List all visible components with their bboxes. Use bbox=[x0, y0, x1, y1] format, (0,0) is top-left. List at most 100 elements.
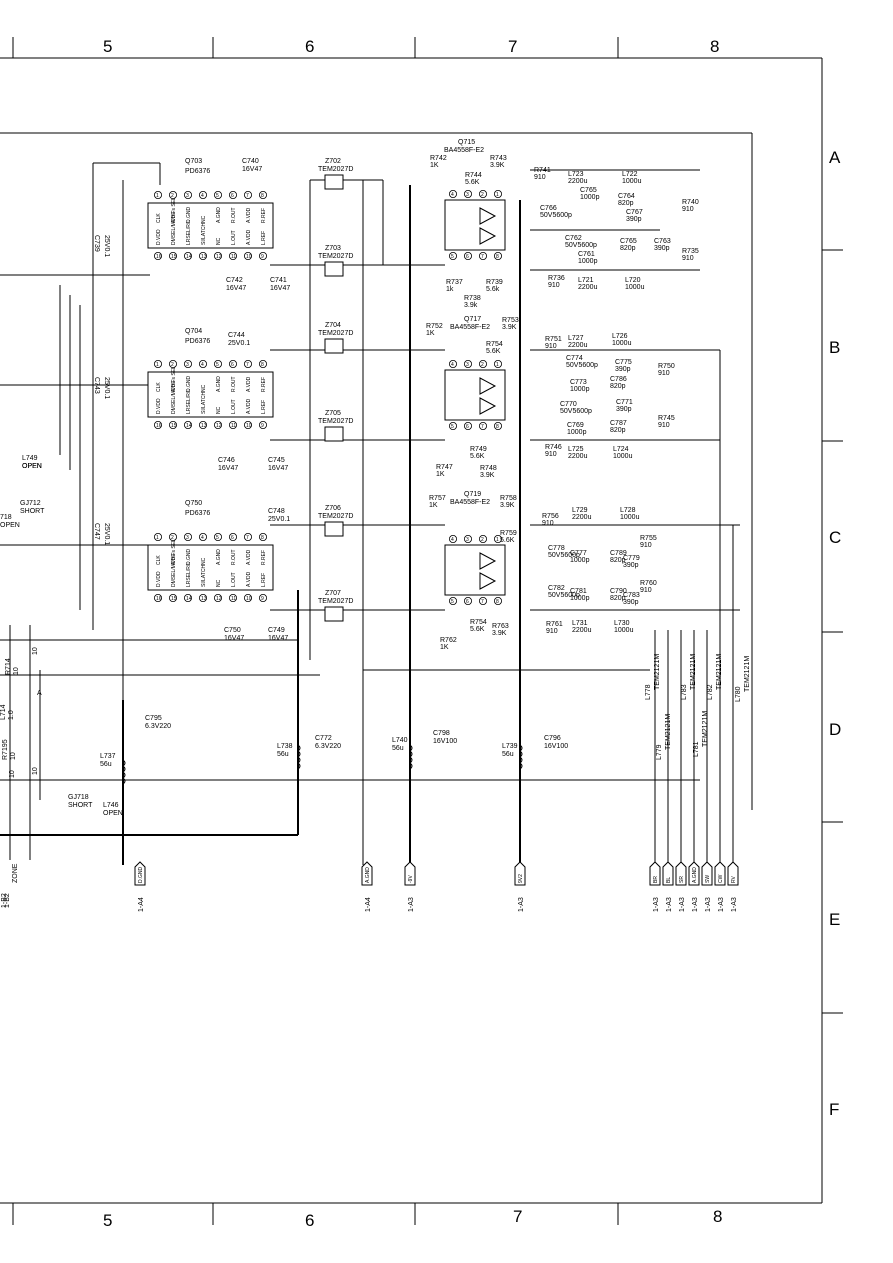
ic-pin-name: NC bbox=[201, 215, 207, 223]
opamp-pin bbox=[463, 597, 472, 606]
choke-ref: L781 bbox=[693, 741, 700, 757]
ic-pin-name: A.VDD bbox=[246, 398, 252, 414]
opamp-pin-number: 7 bbox=[481, 424, 484, 430]
connector-flag bbox=[688, 861, 700, 886]
ic-pin bbox=[228, 251, 237, 260]
resistor-ref: R736 bbox=[548, 275, 565, 282]
filter-part-value: 390p bbox=[616, 406, 632, 413]
filter-part-ref: L720 bbox=[625, 277, 641, 284]
opamp-pin-number: 4 bbox=[451, 537, 454, 543]
ic-pin bbox=[183, 594, 192, 603]
filter-block bbox=[324, 174, 344, 190]
ic-pin bbox=[213, 533, 222, 542]
connector-flag bbox=[727, 861, 739, 886]
ic-pin-number: 4 bbox=[201, 362, 204, 368]
connector-net: SW bbox=[705, 875, 711, 883]
opamp-pin bbox=[493, 421, 502, 430]
ic-pin bbox=[198, 190, 207, 199]
ic-pin-name: LRSEL/R/L bbox=[186, 220, 192, 245]
opamp-pin-number: 1 bbox=[496, 537, 499, 543]
col-label-top-8: 8 bbox=[710, 37, 719, 56]
capacitor-value: 16V47 bbox=[270, 285, 290, 292]
resistor-ref: R758 bbox=[500, 495, 517, 502]
capacitor-ref: C740 bbox=[242, 158, 259, 165]
ic-pin bbox=[243, 359, 252, 368]
opamp-q715: Q715 BA4558F-E2 bbox=[444, 139, 506, 251]
supply-part-ref: C796 bbox=[544, 735, 561, 742]
ic-pin-number: 11 bbox=[231, 254, 236, 260]
resistor-ref: R760 bbox=[640, 580, 657, 587]
ic-pin-number: 3 bbox=[186, 535, 189, 541]
capacitor-value: 16V47 bbox=[242, 166, 262, 173]
opamp-pin-number: 3 bbox=[466, 192, 469, 198]
ic-pin-name: SI/LATCH bbox=[201, 222, 207, 245]
ic-pin-number: 12 bbox=[216, 596, 222, 602]
ic-q750: Q750 PD6376 bbox=[147, 500, 274, 591]
ic-pin-number: 1 bbox=[156, 193, 159, 199]
left-part-value: 10 bbox=[13, 667, 20, 675]
ic-pin bbox=[153, 190, 162, 199]
filter-part-value: 820p bbox=[610, 383, 626, 390]
connector-ref: 1-A3 bbox=[518, 897, 525, 912]
ic-pin-name: LRSEL/R/L bbox=[186, 389, 192, 414]
filter-ref: Z703 bbox=[325, 245, 341, 252]
filter-ref: Z702 bbox=[325, 158, 341, 165]
connector-flag bbox=[675, 861, 687, 886]
resistor-value: 5.6K bbox=[470, 453, 485, 460]
choke-value: TEM2121M bbox=[702, 711, 709, 747]
ic-q704: Q704 PD6376 bbox=[147, 328, 274, 418]
opamp-pin-number: 4 bbox=[451, 362, 454, 368]
choke-value: TEM2121M bbox=[744, 656, 751, 692]
ic-pin bbox=[183, 533, 192, 542]
opamp-pin bbox=[478, 421, 487, 430]
filter-part-ref: C766 bbox=[540, 205, 557, 212]
connector-ref: 1-A3 bbox=[692, 897, 699, 912]
ic-pin bbox=[213, 420, 222, 429]
connector-ref: 1-A3 bbox=[679, 897, 686, 912]
ic-pin-name: SI/LATCH bbox=[201, 391, 207, 414]
filter-part-value: 1000u bbox=[612, 340, 632, 347]
opamp-pin bbox=[448, 535, 457, 544]
opamp-pin-number: 6 bbox=[466, 599, 469, 605]
ic-pin bbox=[183, 359, 192, 368]
connector-flag bbox=[701, 861, 713, 886]
col-label-top-7: 7 bbox=[508, 37, 517, 56]
ic-pin-name: A.VDD bbox=[246, 549, 252, 565]
filter-part-ref: L727 bbox=[568, 335, 584, 342]
ic-pin bbox=[228, 190, 237, 199]
opamp-part: BA4558F-E2 bbox=[450, 499, 490, 506]
ic-pin-number: 13 bbox=[201, 596, 207, 602]
supply-part-ref: C795 bbox=[145, 715, 162, 722]
ic-pin bbox=[168, 251, 177, 260]
ic-part: PD6376 bbox=[185, 338, 210, 345]
resistor-value: 5.6K bbox=[465, 179, 480, 186]
ic-pin-name: A.VDD bbox=[246, 571, 252, 587]
ic-pin-number: 6 bbox=[231, 193, 234, 199]
filter-part-value: 50V5600p bbox=[566, 362, 598, 369]
ic-pin-name: L.OUT bbox=[231, 230, 237, 245]
opamp-pin bbox=[478, 535, 487, 544]
connector-net: A.GND bbox=[365, 867, 371, 883]
resistor-value: 3.9K bbox=[502, 324, 517, 331]
supply-part-value: 6.3V220 bbox=[315, 743, 341, 750]
ic-pin-number: 15 bbox=[171, 423, 177, 429]
capacitor-value: 16V47 bbox=[268, 465, 288, 472]
supply-part-value: 16V100 bbox=[433, 738, 457, 745]
opamp-pin bbox=[463, 421, 472, 430]
filter-part-value: 50V5600p bbox=[565, 242, 597, 249]
filter-part-value: 2200u bbox=[568, 178, 588, 185]
filter-block bbox=[324, 338, 344, 354]
left-part-ref: GJ712 bbox=[20, 500, 41, 507]
supply-part-value: 6.3V220 bbox=[145, 723, 171, 730]
left-fragment-label: 10 bbox=[32, 647, 39, 655]
opamp-pin bbox=[493, 189, 502, 198]
filter-part-ref: C777 bbox=[570, 550, 587, 557]
choke-value: TEM2121M bbox=[665, 714, 672, 750]
opamp-pin bbox=[478, 597, 487, 606]
resistor-ref: R763 bbox=[492, 623, 509, 630]
filter-part-value: 1000u bbox=[620, 514, 640, 521]
filter-part-value: 1000p bbox=[570, 386, 590, 393]
left-fragment-label: 718 bbox=[0, 514, 12, 521]
supply-part-value: 56u bbox=[502, 751, 514, 758]
ic-pin-name: CLK bbox=[156, 382, 162, 392]
